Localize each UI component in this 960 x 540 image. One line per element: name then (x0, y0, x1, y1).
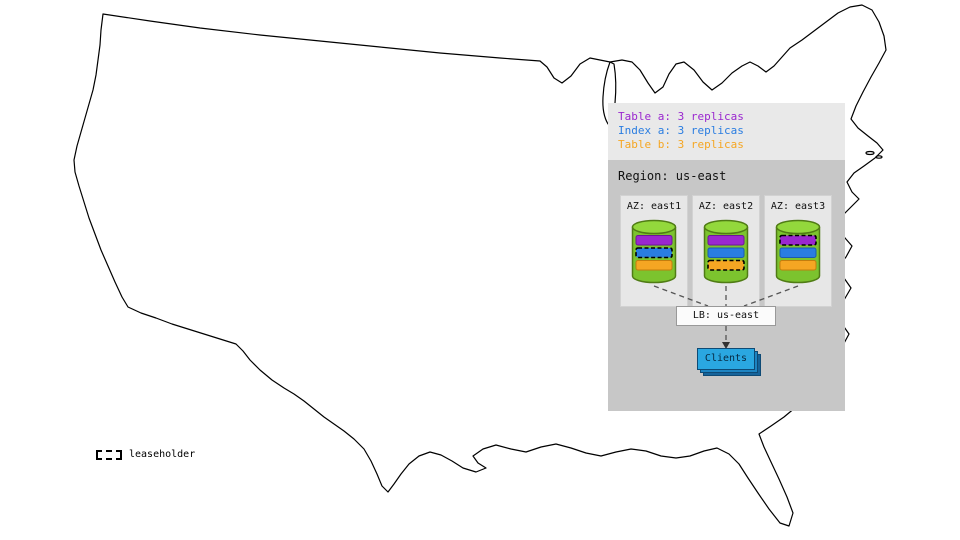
leaseholder-swatch-icon (96, 449, 122, 460)
us-map-outline (73, 4, 887, 527)
replica-table-b (635, 260, 673, 271)
diagram-panel: Table a: 3 replicas Index a: 3 replicas … (608, 103, 845, 411)
db-cylinder-east1 (631, 219, 677, 284)
replica-index-a (707, 247, 745, 258)
region-title: Region: us-east (618, 169, 727, 183)
legend-table-b: Table b: 3 replicas (618, 138, 744, 151)
replica-legend: Table a: 3 replicas Index a: 3 replicas … (608, 103, 845, 160)
leaseholder-legend: leaseholder (96, 449, 195, 460)
az-label: AZ: east3 (770, 201, 826, 212)
connector-az3-lb (743, 285, 799, 307)
replica-table-b (779, 260, 817, 271)
island-outline (875, 155, 883, 159)
replica-table-a (707, 235, 745, 246)
replica-table-b-leaseholder (707, 259, 745, 271)
replica-index-a (779, 247, 817, 258)
legend-table-a: Table a: 3 replicas (618, 110, 744, 123)
az-box-east1: AZ: east1 (620, 195, 688, 307)
replica-index-a-leaseholder (635, 247, 673, 259)
az-box-east3: AZ: east3 (764, 195, 832, 307)
az-label: AZ: east2 (698, 201, 754, 212)
clients-box: Clients (697, 348, 761, 376)
az-label: AZ: east1 (626, 201, 682, 212)
leaseholder-label: leaseholder (129, 449, 196, 460)
replica-table-a-leaseholder (779, 234, 817, 246)
db-cylinder-east3 (775, 219, 821, 284)
cylinder-top (775, 219, 821, 235)
arrowhead-icon (722, 342, 730, 349)
island-outline (865, 150, 875, 156)
legend-index-a: Index a: 3 replicas (618, 124, 744, 137)
cylinder-top (631, 219, 677, 235)
connector-az1-lb (653, 285, 709, 307)
db-cylinder-east2 (703, 219, 749, 284)
connector-lines (653, 285, 799, 349)
clients-label: Clients (697, 348, 755, 370)
replica-table-a (635, 235, 673, 246)
cylinder-top (703, 219, 749, 235)
load-balancer-box: LB: us-east (676, 306, 776, 326)
region-box: Region: us-east AZ: east1 AZ: east2 (608, 160, 845, 411)
